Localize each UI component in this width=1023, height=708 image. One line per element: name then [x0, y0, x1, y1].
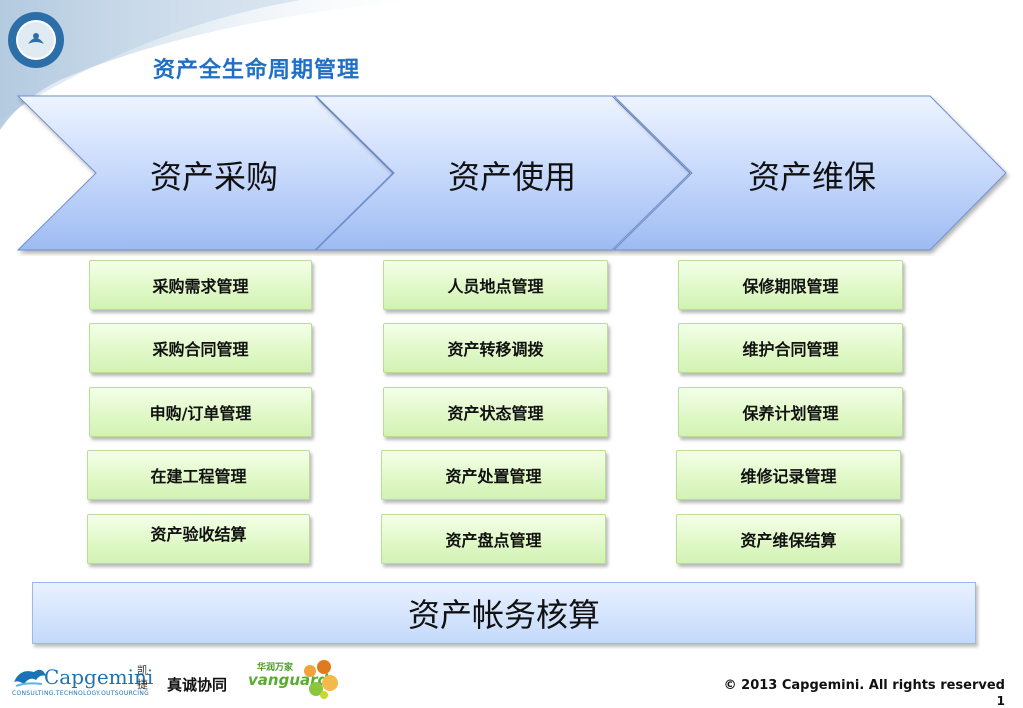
header-swoosh-decoration [0, 0, 420, 130]
capgemini-tagline: CONSULTING.TECHNOLOGY.OUTSOURCING [12, 690, 150, 697]
usage-item: 人员地点管理 [383, 260, 608, 310]
capgemini-wordmark: Capgemini [44, 665, 154, 689]
usage-item: 资产盘点管理 [381, 514, 606, 564]
copyright-notice: © 2013 Capgemini. All rights reserved [723, 678, 1005, 693]
maintenance-item: 维修记录管理 [676, 450, 901, 500]
maintenance-item: 维护合同管理 [678, 323, 903, 373]
chevron-usage [314, 95, 691, 251]
capgemini-logo-icon [14, 669, 46, 687]
accounting-bar: 资产帐务核算 [32, 582, 976, 644]
footer-slogan: 真诚协同 [167, 676, 228, 694]
vanguard-chinese-name: 华润万家 [257, 663, 294, 673]
procurement-item: 申购/订单管理 [89, 387, 312, 437]
procurement-item: 资产验收结算 [87, 514, 310, 564]
procurement-item: 采购需求管理 [89, 260, 312, 310]
chevron-maintenance [612, 95, 1007, 251]
company-seal-icon [8, 12, 64, 68]
usage-item: 资产状态管理 [383, 387, 608, 437]
maintenance-item: 资产维保结算 [676, 514, 901, 564]
procurement-item: 采购合同管理 [89, 323, 312, 373]
process-chevrons [16, 95, 1007, 251]
maintenance-item: 保养计划管理 [678, 387, 903, 437]
usage-item: 资产处置管理 [381, 450, 606, 500]
procurement-item: 在建工程管理 [87, 450, 310, 500]
slide-title: 资产全生命周期管理 [153, 58, 361, 83]
page-number: 1 [996, 694, 1005, 708]
chevron-procurement [16, 95, 394, 251]
vanguard-dots-icon [304, 660, 338, 699]
usage-item: 资产转移调拨 [383, 323, 608, 373]
capgemini-chinese-name: 凯捷 [137, 664, 148, 691]
maintenance-item: 保修期限管理 [678, 260, 903, 310]
